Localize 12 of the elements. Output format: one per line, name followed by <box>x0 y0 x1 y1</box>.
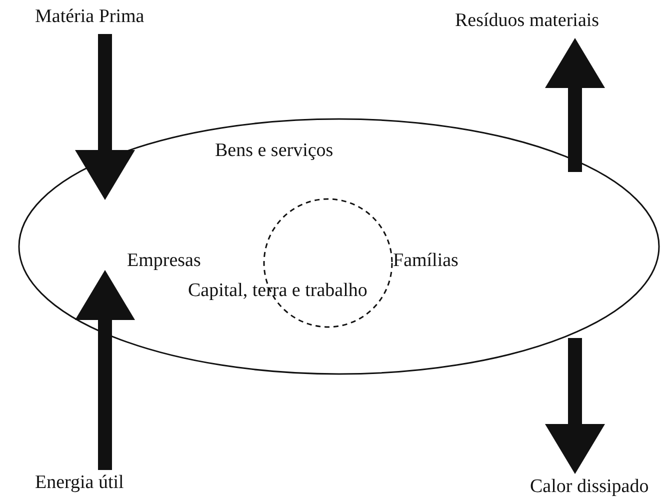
flow-arrow <box>545 338 605 474</box>
node-label: Matéria Prima <box>35 6 144 29</box>
node-label: Resíduos materiais <box>455 10 600 33</box>
node-label: Famílias <box>393 250 458 273</box>
flow-arrow <box>545 38 605 172</box>
node-label: Empresas <box>127 250 201 273</box>
flow-label: Bens e serviços <box>215 140 334 162</box>
node-label: Energia útil <box>35 472 124 495</box>
node-label: Calor dissipado <box>530 476 649 499</box>
flow-arrow <box>75 270 135 470</box>
flow-label: Capital, terra e trabalho <box>188 280 368 302</box>
flow-arrow <box>75 34 135 200</box>
